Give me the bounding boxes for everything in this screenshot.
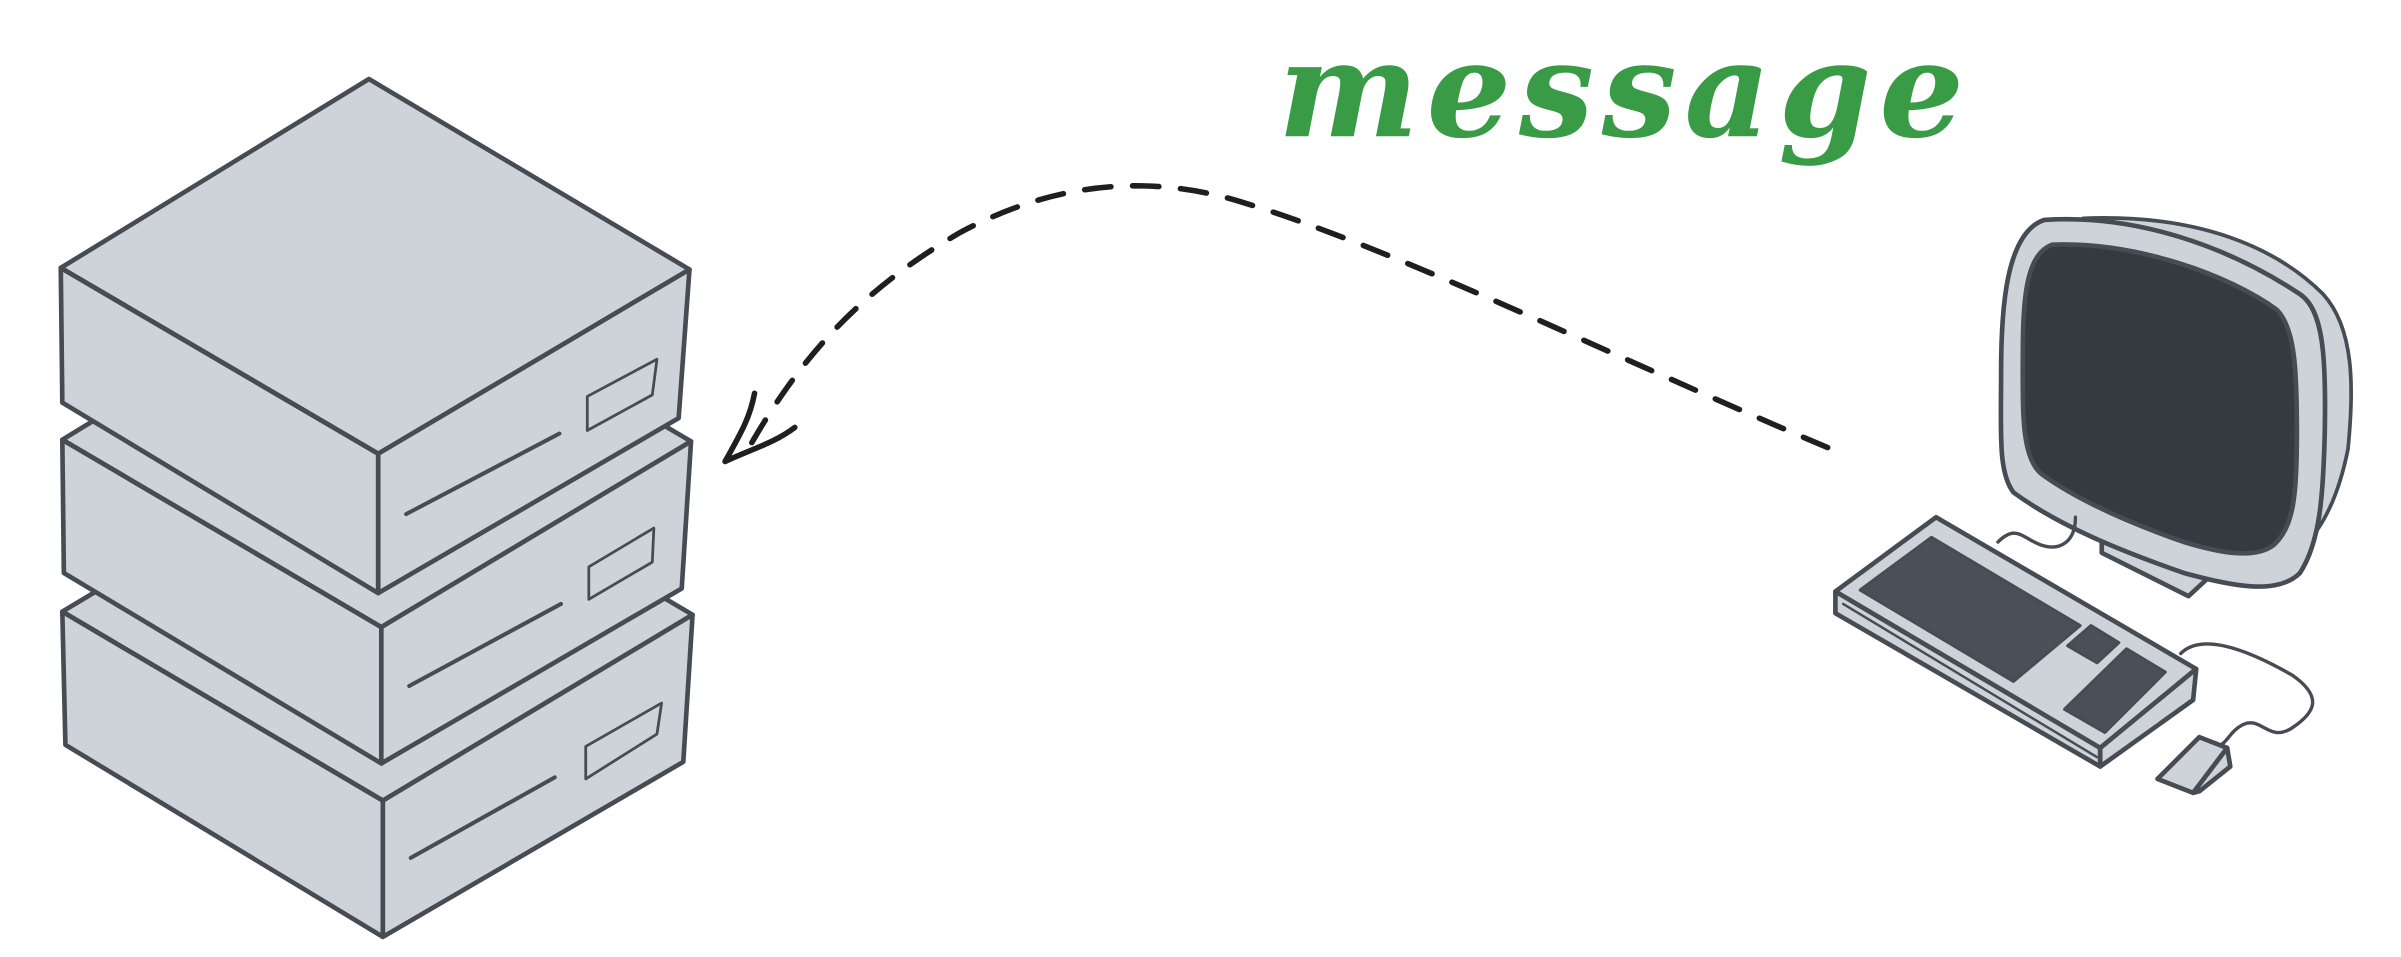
message-arrow xyxy=(722,183,1831,465)
message-label: message xyxy=(1278,12,1972,168)
mouse-icon xyxy=(2155,734,2233,796)
mouse-cable xyxy=(2179,642,2315,749)
keyboard-icon xyxy=(1833,514,2199,769)
server-stack-icon xyxy=(58,76,695,940)
keyboard-cable xyxy=(1996,515,2078,549)
arrow-dashed-path xyxy=(747,183,1831,451)
server-unit-top xyxy=(58,76,692,596)
desktop-computer-icon xyxy=(1833,216,2354,796)
monitor-screen xyxy=(2020,242,2300,556)
arrowhead-icon xyxy=(722,390,798,465)
